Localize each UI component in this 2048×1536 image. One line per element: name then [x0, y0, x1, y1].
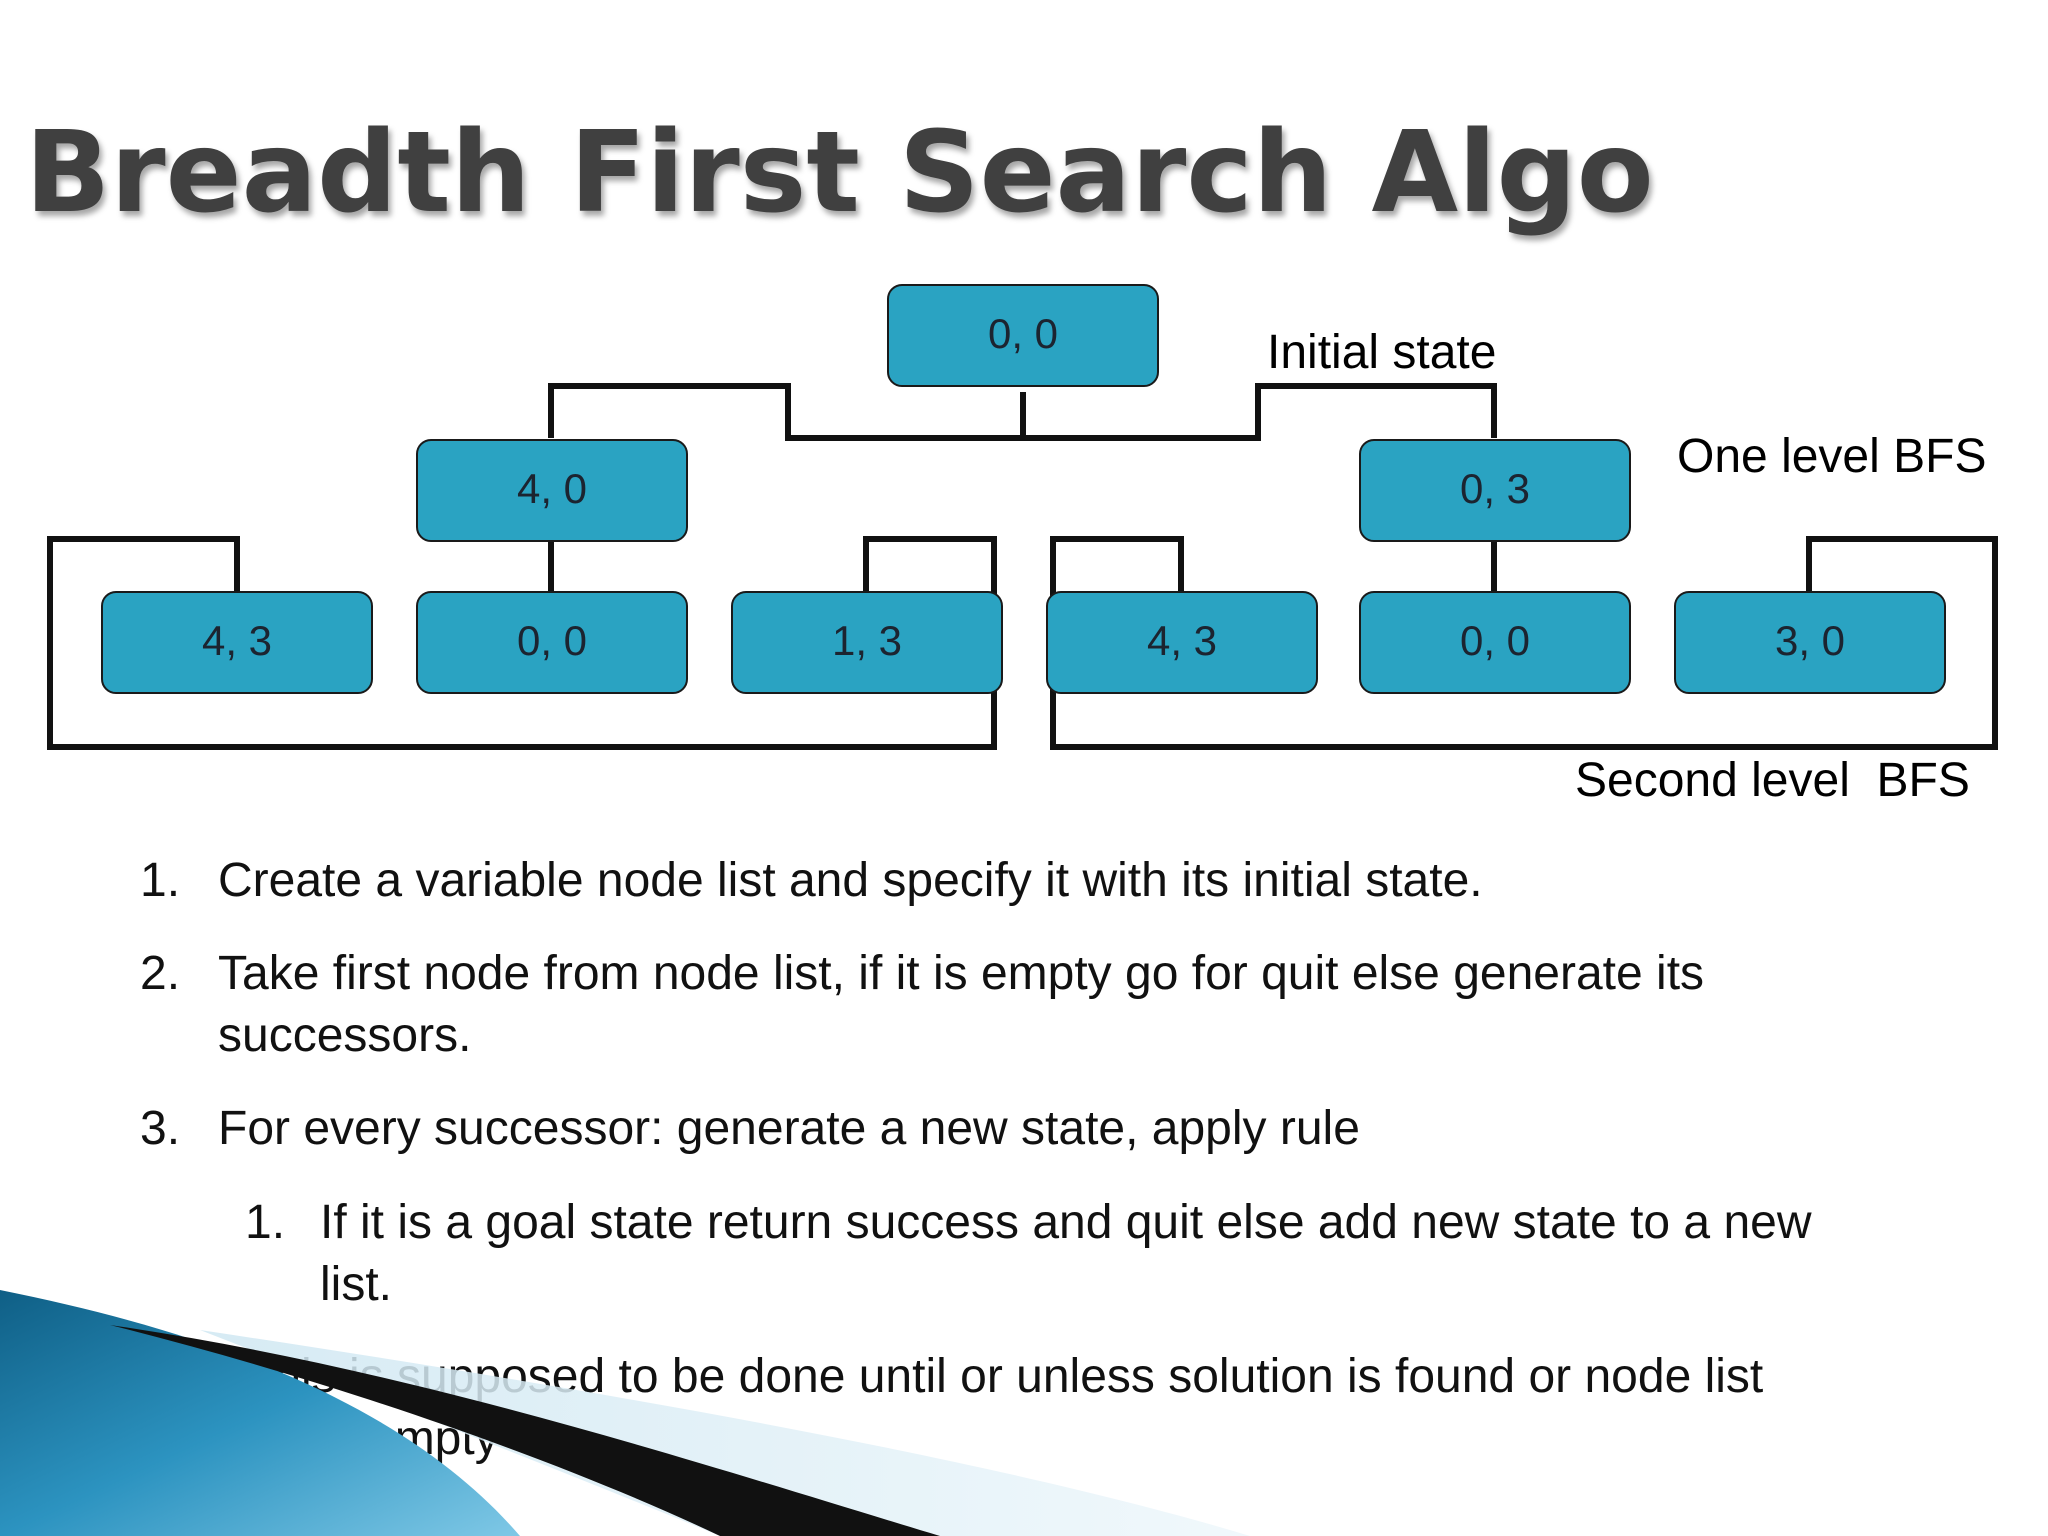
node-level2-5-label: 0, 0 — [1460, 617, 1530, 664]
edge-4-0-to-1-3 — [551, 536, 997, 750]
node-level2-6: 3, 0 — [1674, 591, 1946, 694]
node-root: 0, 0 — [887, 284, 1159, 387]
node-level2-2: 0, 0 — [416, 591, 688, 694]
swoosh-dark-stroke — [110, 1325, 940, 1536]
node-level1-left-label: 4, 0 — [517, 465, 587, 512]
node-level2-4-label: 4, 3 — [1147, 617, 1217, 664]
label-one-level-bfs: One level BFS — [1677, 430, 1986, 483]
node-level2-4: 4, 3 — [1046, 591, 1318, 694]
tree-connectors — [47, 383, 1998, 750]
edge-root-to-0-3 — [1023, 383, 1497, 441]
node-level2-1-label: 4, 3 — [202, 617, 272, 664]
node-level2-2-label: 0, 0 — [517, 617, 587, 664]
label-initial-state: Initial state — [1267, 326, 1496, 379]
node-level2-5: 0, 0 — [1359, 591, 1631, 694]
edge-root-to-4-0 — [548, 383, 1026, 441]
label-second-level-bfs: Second level BFS — [1575, 754, 1970, 807]
node-level1-right-label: 0, 3 — [1460, 465, 1530, 512]
node-level2-1: 4, 3 — [101, 591, 373, 694]
node-root-label: 0, 0 — [988, 310, 1058, 357]
node-level2-3-label: 1, 3 — [832, 617, 902, 664]
bfs-tree-diagram: 0, 0 4, 0 0, 3 4, 3 0, 0 1, 3 4, 3 0, — [47, 284, 1998, 807]
node-level2-3: 1, 3 — [731, 591, 1003, 694]
swoosh-light-band — [200, 1330, 1250, 1536]
node-level1-left: 4, 0 — [416, 439, 688, 542]
swoosh-blue-band — [0, 1290, 520, 1536]
edge-0-3-to-3-0 — [1494, 536, 1998, 750]
node-level2-6-label: 3, 0 — [1775, 617, 1845, 664]
node-level1-right: 0, 3 — [1359, 439, 1631, 542]
slide-title: Breadth First Search Algo — [25, 108, 1654, 238]
